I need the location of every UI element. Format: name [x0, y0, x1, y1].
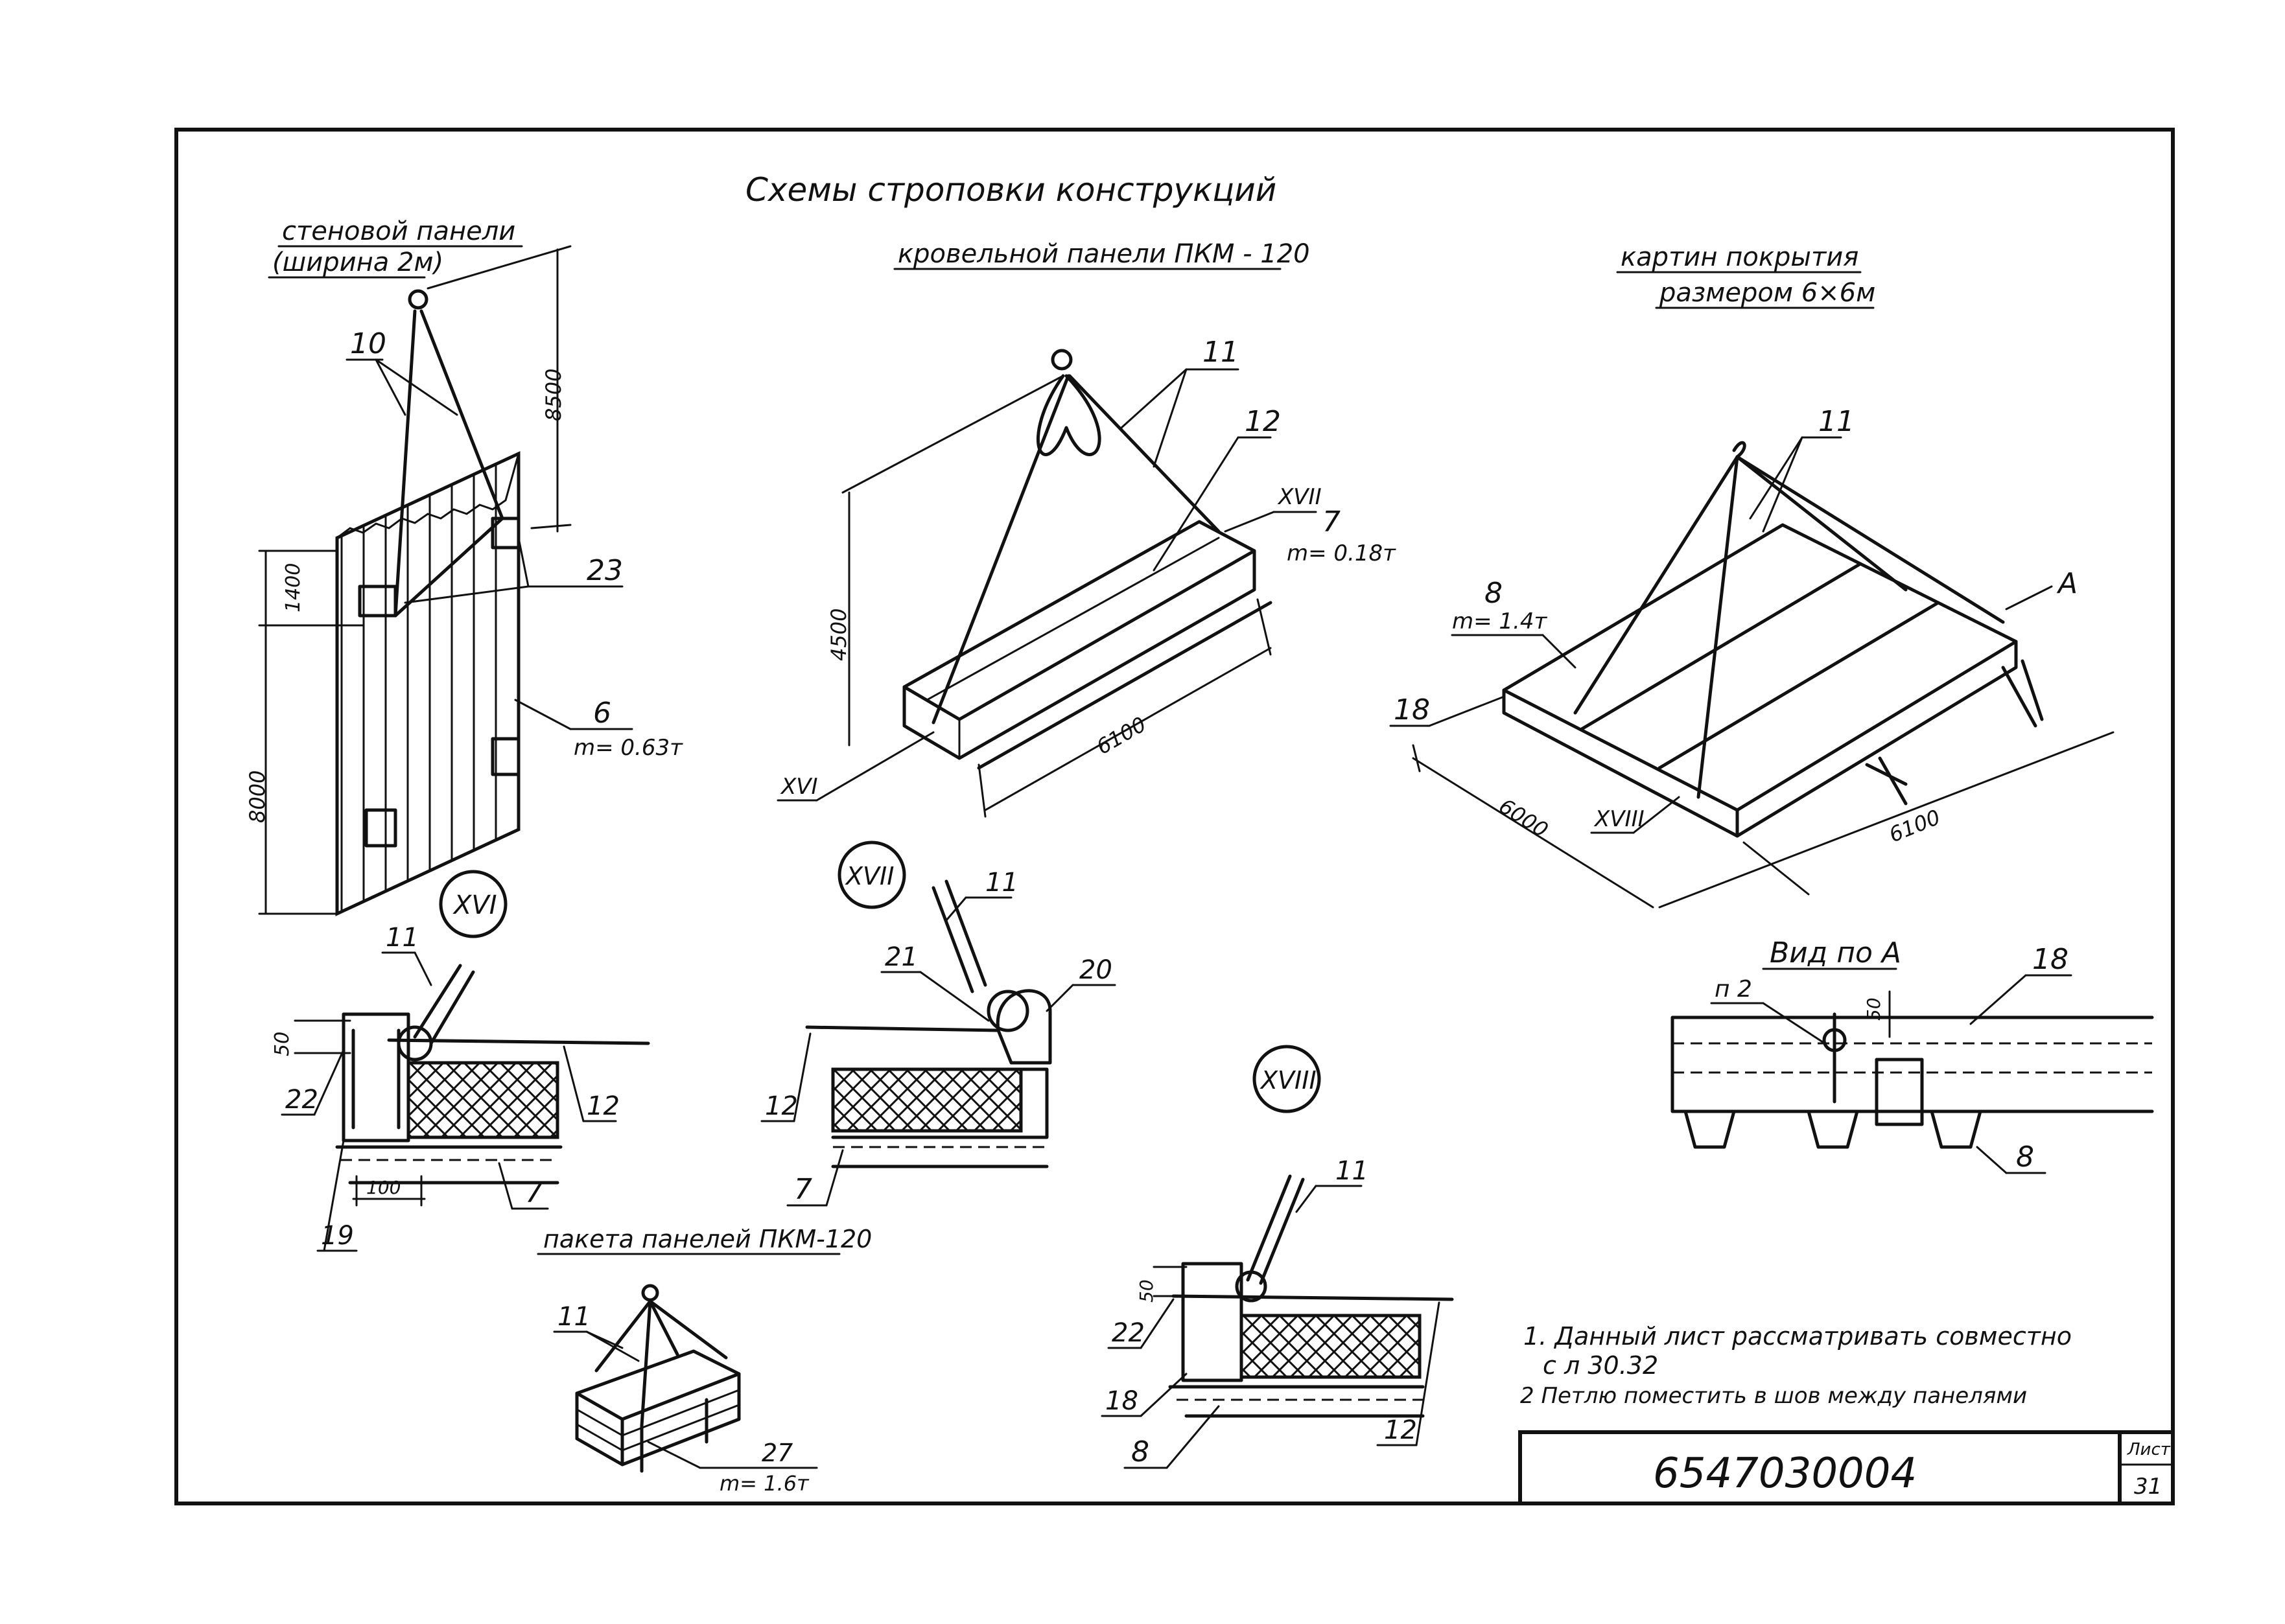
wall-callout-sling: 10 — [350, 327, 386, 360]
panel-pack-callout-sling: 11 — [557, 1302, 591, 1332]
roof-callout-panel: 7 — [1322, 505, 1341, 539]
roof-mass: m= 0.18т — [1287, 540, 1396, 566]
roof-node-ref-bottom: XVI — [780, 774, 818, 800]
wall-panel-width-caption: (ширина 2м) — [272, 248, 443, 277]
node-xviii-detail: XVIII 11 50 22 18 8 12 — [1101, 1045, 1454, 1469]
panel-pack-mass: m= 1.6т — [720, 1471, 810, 1496]
cover-callout-sling: 11 — [1818, 405, 1855, 438]
cover-dim-width: 6000 — [1495, 794, 1553, 842]
cover-dim-length: 6100 — [1886, 805, 1944, 848]
node-xvi-detail: XVI 11 50 22 12 100 7 19 — [271, 870, 650, 1252]
cover-callout-panel: 8 — [1484, 577, 1503, 610]
node-xviii-part-12: 12 — [1384, 1415, 1417, 1445]
roof-cover-caption: картин покрытия — [1621, 242, 1858, 272]
wall-callout-bracket: 23 — [587, 554, 623, 587]
wall-callout-panel: 6 — [593, 697, 611, 730]
title-block: 6547030004 Лист 31 — [1518, 1430, 2175, 1505]
node-xvii-detail: XVII 11 21 20 12 7 — [760, 841, 1116, 1207]
node-xviii-callout-sling: 11 — [1335, 1156, 1368, 1186]
roof-dim-height: 4500 — [826, 609, 851, 661]
node-xvii-callout-sling: 11 — [985, 868, 1018, 898]
wall-dim-gap: 1400 — [282, 563, 305, 612]
wall-panel-scheme: стеновой панели (ширина 2м) 8500 1400 80… — [245, 216, 683, 916]
note-1-continued: с л 30.32 — [1543, 1351, 1658, 1380]
view-a-dim-50: 50 — [1863, 997, 1884, 1021]
node-xvii-part-20: 20 — [1079, 955, 1112, 985]
cover-view-arrow-label: A — [2056, 567, 2078, 600]
cover-mass: m= 1.4т — [1452, 609, 1547, 634]
wall-dim-top: 8500 — [541, 369, 566, 421]
stamp-code: 6547030004 — [1653, 1450, 1917, 1498]
panel-pack-scheme: пакета панелей ПКМ-120 11 27 m= 1.6т — [537, 1225, 872, 1496]
node-xvi-label: XVI — [452, 890, 497, 920]
node-xviii-part-18: 18 — [1105, 1386, 1138, 1416]
roof-dim-length: 6100 — [1092, 712, 1151, 760]
node-xviii-dim-50: 50 — [1136, 1279, 1157, 1303]
view-a-panel: 8 — [2016, 1141, 2034, 1174]
panel-pack-caption: пакета панелей ПКМ-120 — [543, 1225, 872, 1253]
wall-panel-body — [335, 451, 521, 916]
view-a-caption: Вид по А — [1770, 936, 1901, 969]
node-xvii-part-21: 21 — [885, 942, 918, 972]
roof-callout-sling: 11 — [1202, 336, 1239, 369]
drawing-frame — [174, 128, 2175, 1505]
roof-cover-body — [1502, 523, 2018, 812]
wall-mass: m= 0.63т — [574, 735, 683, 761]
roof-cover-scheme: картин покрытия размером 6×6м 6000 6100 … — [1389, 242, 2115, 909]
notes: 1. Данный лист рассматривать совместно с… — [1520, 1322, 2072, 1409]
roof-panel-scheme: кровельной панели ПКМ - 120 4500 6100 11… — [777, 239, 1396, 818]
view-a-beam: 18 — [2032, 943, 2068, 976]
node-xvi-part-22: 22 — [285, 1085, 318, 1115]
roof-node-ref-top: XVII — [1277, 484, 1322, 510]
panel-pack-callout-part: 27 — [762, 1439, 793, 1467]
node-xvii-label: XVII — [845, 862, 894, 890]
view-a-detail: Вид по А п 2 50 18 8 — [1670, 936, 2154, 1174]
node-xvi-part-12: 12 — [587, 1091, 620, 1121]
note-1: 1. Данный лист рассматривать совместно — [1523, 1322, 2072, 1351]
wall-dim-height: 8000 — [245, 771, 270, 823]
stamp-sheet-label: Лист — [2127, 1440, 2171, 1459]
node-xvi-dim-50: 50 — [271, 1032, 294, 1056]
cover-callout-beam: 18 — [1394, 693, 1430, 726]
sheet-title: Схемы строповки конструкций — [745, 171, 1276, 209]
panel-pack-body — [575, 1349, 741, 1421]
node-xvii-part-12: 12 — [765, 1091, 798, 1121]
stamp-sheet-number: 31 — [2134, 1474, 2162, 1500]
cover-node-ref: XVIII — [1593, 806, 1645, 832]
view-a-loop: п 2 — [1715, 976, 1752, 1003]
roof-callout-beam: 12 — [1245, 405, 1281, 438]
note-2: 2 Петлю поместить в шов между панелями — [1520, 1383, 2027, 1409]
node-xviii-label: XVIII — [1260, 1066, 1317, 1095]
node-xvi-part-7: 7 — [525, 1176, 543, 1209]
node-xvii-part-7: 7 — [794, 1173, 812, 1206]
node-xviii-part-22: 22 — [1112, 1318, 1145, 1348]
node-xvi-callout-sling: 11 — [386, 923, 419, 953]
node-xvi-dim-100: 100 — [366, 1177, 401, 1198]
roof-cover-size-caption: размером 6×6м — [1659, 278, 1875, 308]
wall-panel-caption: стеновой панели — [282, 216, 515, 246]
roof-panel-caption: кровельной панели ПКМ - 120 — [898, 239, 1310, 269]
node-xviii-part-8: 8 — [1131, 1435, 1149, 1468]
